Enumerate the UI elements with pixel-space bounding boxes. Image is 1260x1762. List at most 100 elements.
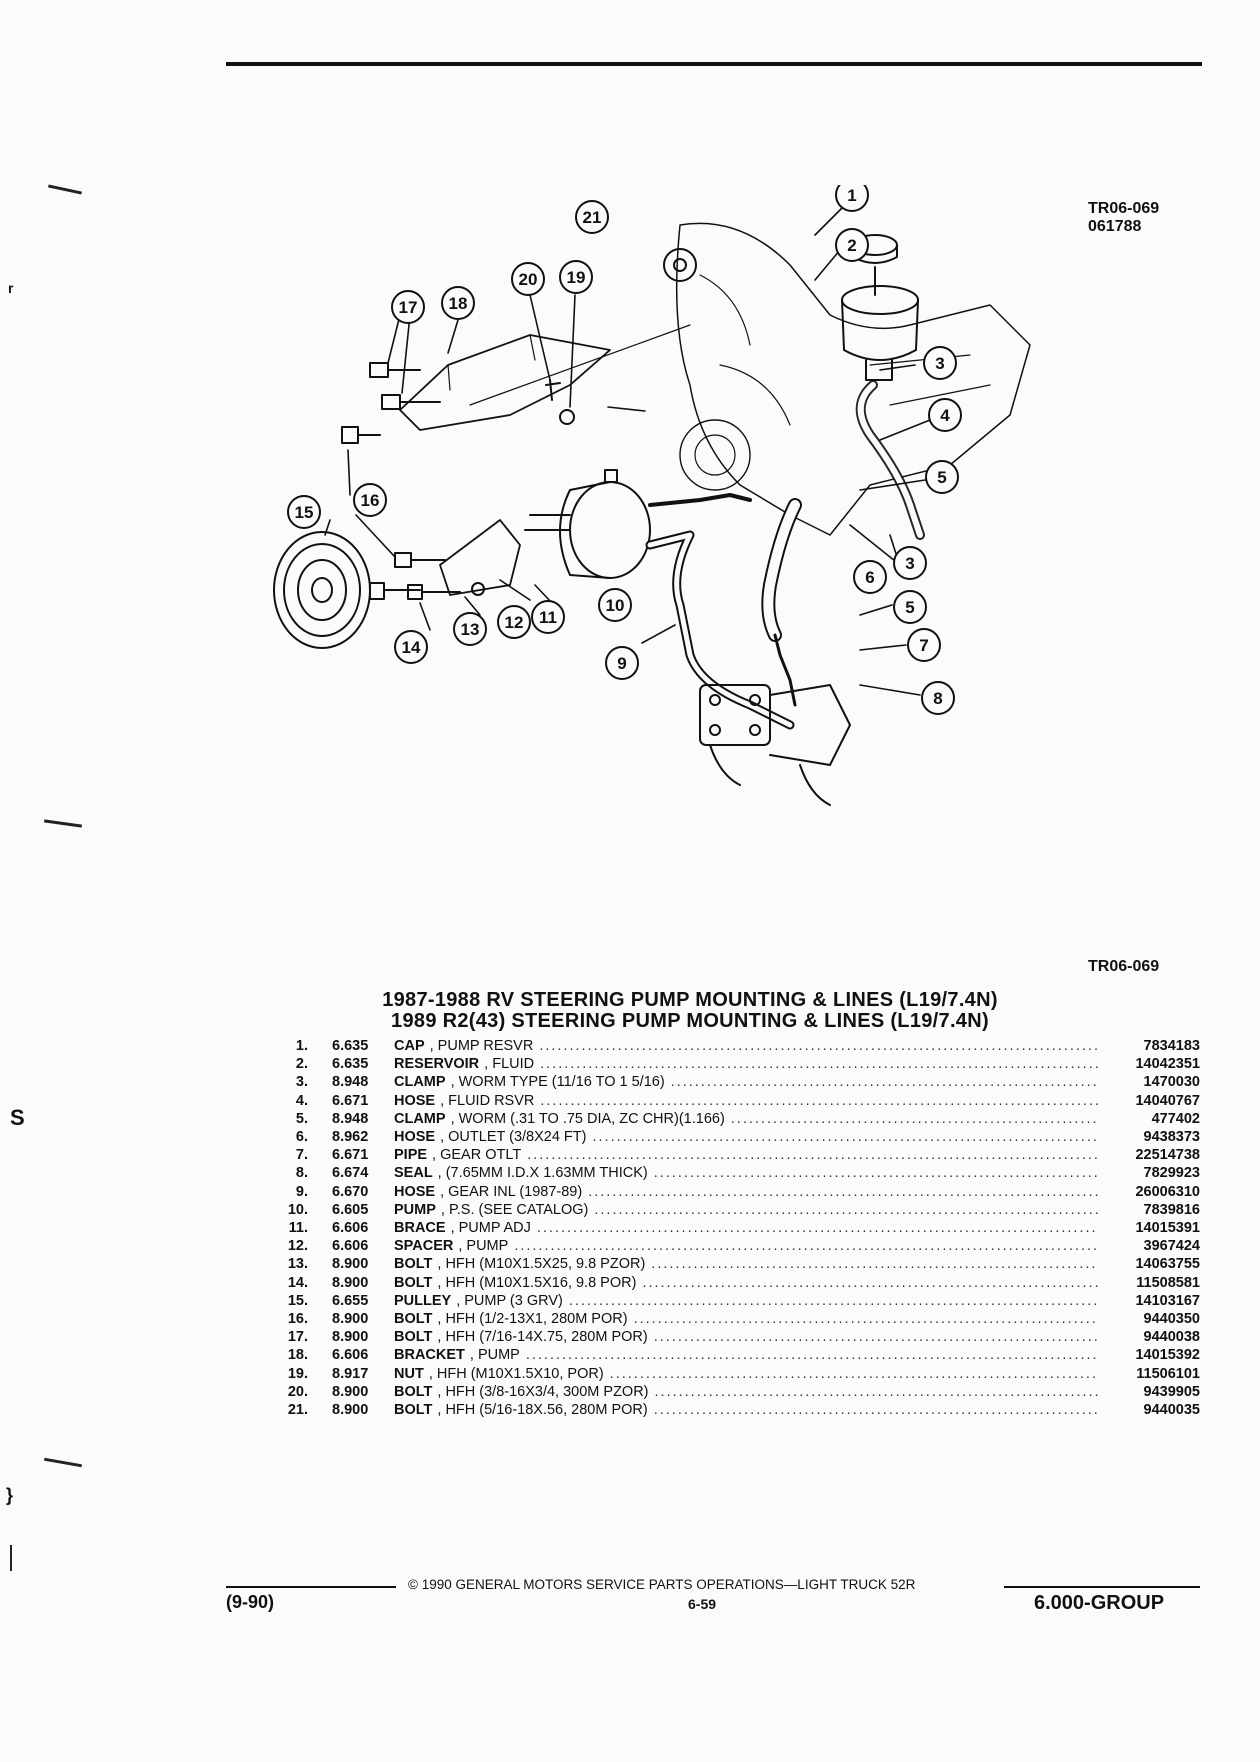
margin-bracket: } (6, 1485, 14, 1505)
part-name: BOLT (394, 1256, 433, 1273)
ref-code-line: TR06-069 (1088, 200, 1160, 217)
part-row: 19. 8.917 NUT, HFH (M10X1.5X10, POR) 115061… (270, 1365, 1200, 1383)
group-code: 6.635 (332, 1038, 369, 1054)
item-number: 18. (287, 1347, 308, 1364)
part-number: 9439905 (1143, 1383, 1200, 1400)
callout-11: 11 (531, 600, 565, 634)
leader-dots (642, 1274, 1098, 1292)
top-rule (226, 62, 1202, 66)
figure-ref-code: TR06-069 061788 (1088, 200, 1159, 236)
part-number: 11506101 (1136, 1365, 1200, 1382)
part-spec: , HFH (1/2-13X1, 280M POR) (437, 1311, 628, 1328)
callout-7: 7 (907, 628, 941, 662)
group-code: 8.948 (332, 1110, 369, 1127)
part-spec: , FLUID RSVR (440, 1092, 535, 1109)
part-description: BOLT, HFH (3/8-16X3/4, 300M PZOR) (394, 1383, 1104, 1401)
part-description: PULLEY, PUMP (3 GRV) (394, 1292, 1104, 1310)
item-number: 16. (287, 1311, 308, 1328)
part-name: SEAL (394, 1165, 433, 1182)
callout-18: 18 (441, 286, 475, 320)
callout-16: 16 (361, 491, 380, 510)
item-number: 12. (287, 1238, 308, 1255)
item-number: 6. (295, 1129, 308, 1146)
figure-label: TR06-069 (1088, 958, 1160, 975)
footer-rule-right (1004, 1586, 1200, 1588)
part-description: BRACE, PUMP ADJ (394, 1219, 1104, 1237)
part-description: BOLT, HFH (1/2-13X1, 280M POR) (394, 1310, 1104, 1328)
callout-20: 20 (511, 262, 545, 296)
group-code: 6.674 (332, 1165, 369, 1182)
part-name: BOLT (394, 1329, 433, 1346)
part-spec: , WORM (.31 TO .75 DIA, ZC CHR)(1.166) (450, 1110, 725, 1127)
part-description: CLAMP, WORM (.31 TO .75 DIA, ZC CHR)(1.1… (394, 1110, 1104, 1128)
part-name: HOSE (394, 1129, 436, 1146)
item-number: 5. (295, 1110, 308, 1127)
leader-dots (654, 1401, 1098, 1419)
svg-text:12: 12 (505, 613, 524, 632)
part-description: PIPE, GEAR OTLT (394, 1146, 1104, 1164)
pipe-gear-otlt (648, 493, 752, 507)
part-description: SEAL, (7.65MM I.D.X 1.63MM THICK) (394, 1164, 1104, 1182)
part-name: SPACER (394, 1238, 454, 1255)
part-description: BOLT, HFH (5/16-18X.56, 280M POR) (394, 1401, 1104, 1419)
group-code: 8.900 (332, 1329, 369, 1346)
leader-dots (514, 1237, 1098, 1255)
part-spec: , GEAR OTLT (432, 1147, 522, 1164)
callout-14: 14 (394, 630, 428, 664)
part-spec: , HFH (3/8-16X3/4, 300M PZOR) (437, 1383, 649, 1400)
revision-date: (9-90) (226, 1592, 275, 1612)
part-number: 7829923 (1143, 1165, 1200, 1182)
part-name: CLAMP (394, 1074, 446, 1091)
leader-dots (537, 1219, 1098, 1237)
part-number: 14103167 (1135, 1292, 1200, 1309)
svg-text:9: 9 (617, 654, 626, 673)
group-code: 8.900 (332, 1311, 369, 1328)
part-description: NUT, HFH (M10X1.5X10, POR) (394, 1365, 1104, 1383)
footer-rule-left (226, 1586, 396, 1588)
leader-dots (610, 1365, 1098, 1383)
part-description: BOLT, HFH (M10X1.5X16, 9.8 POR) (394, 1274, 1104, 1292)
item-number: 2. (295, 1056, 308, 1073)
callout-21: 21 (575, 200, 609, 234)
part-spec: , HFH (7/16-14X.75, 280M POR) (437, 1329, 648, 1346)
part-description: HOSE, FLUID RSVR (394, 1092, 1104, 1110)
leader-dots (655, 1383, 1098, 1401)
title-line: 1989 R2(43) STEERING PUMP MOUNTING & LIN… (391, 1010, 989, 1032)
part-description: BOLT, HFH (M10X1.5X25, 9.8 PZOR) (394, 1255, 1104, 1273)
group-code: 8.917 (332, 1365, 369, 1382)
part-spec: , PUMP (3 GRV) (456, 1292, 563, 1309)
callout-5: 5 (925, 460, 959, 494)
callout-13: 13 (453, 612, 487, 646)
part-number: 9440038 (1143, 1329, 1200, 1346)
group-number: 6.000-GROUP (1034, 1592, 1165, 1614)
group-code: 6.635 (332, 1056, 369, 1073)
svg-text:21: 21 (583, 208, 602, 227)
item-number: 19. (287, 1365, 308, 1382)
part-description: CAP, PUMP RESVR (394, 1037, 1104, 1055)
group-code: 8.948 (332, 1074, 369, 1091)
leader-dots (539, 1037, 1098, 1055)
svg-text:7: 7 (919, 636, 928, 655)
svg-text:3: 3 (935, 354, 944, 373)
part-name: PIPE (394, 1147, 428, 1164)
callout-5: 5 (893, 590, 927, 624)
item-number: 21. (287, 1402, 308, 1419)
group-code: 8.900 (332, 1256, 369, 1273)
part-spec: , HFH (M10X1.5X10, POR) (428, 1365, 604, 1382)
callout-3: 3 (893, 546, 927, 580)
margin-letter-r: r (8, 280, 14, 296)
part-name: CAP (394, 1038, 425, 1054)
part-name: NUT (394, 1365, 424, 1382)
svg-text:2: 2 (847, 236, 856, 255)
part-description: CLAMP, WORM TYPE (11/16 TO 1 5/16) (394, 1073, 1104, 1091)
callout-6: 6 (853, 560, 887, 594)
callout-19: 19 (559, 260, 593, 294)
